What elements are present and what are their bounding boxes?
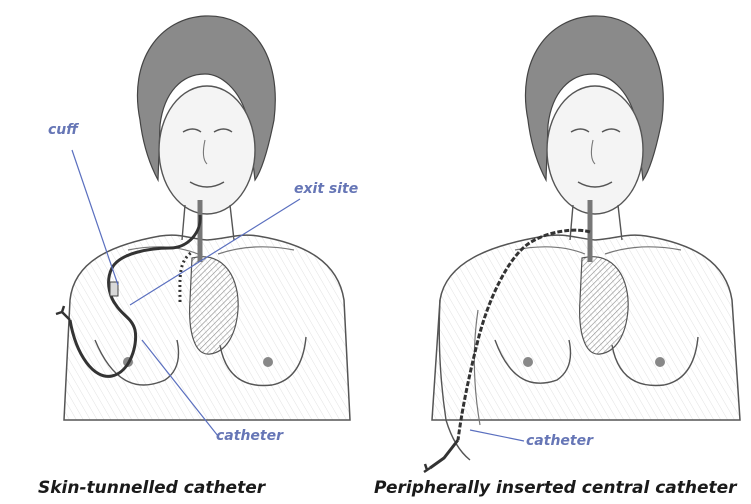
catheter-label-right: catheter bbox=[526, 433, 593, 449]
cuff-label: cuff bbox=[48, 122, 78, 138]
right-caption: Peripherally inserted central catheter bbox=[374, 478, 737, 498]
catheter-leader-line-right bbox=[470, 430, 524, 441]
right-woman-illustration bbox=[424, 16, 740, 472]
left-caption: Skin-tunnelled catheter bbox=[38, 478, 265, 498]
face bbox=[547, 86, 643, 214]
left-woman-illustration bbox=[56, 16, 350, 420]
right-leader-lines bbox=[470, 430, 524, 441]
face bbox=[159, 86, 255, 214]
catheter-label-left: catheter bbox=[216, 428, 283, 444]
exit-site-label: exit site bbox=[294, 181, 358, 197]
